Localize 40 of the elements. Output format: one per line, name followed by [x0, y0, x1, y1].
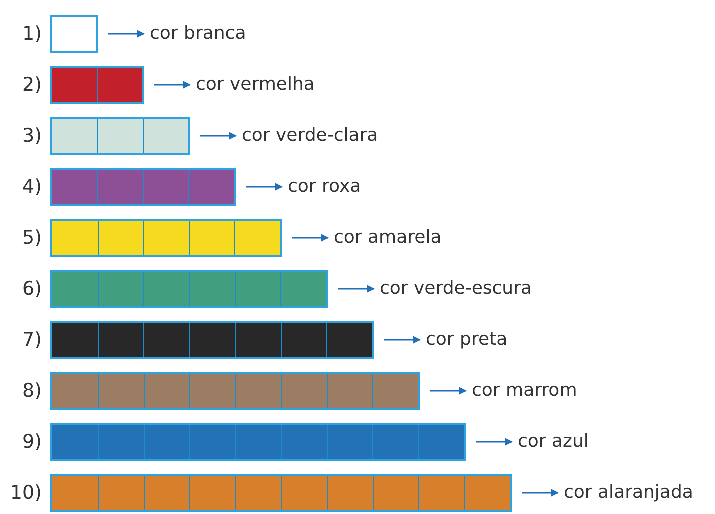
row-number: 4): [21, 175, 42, 200]
color-name: cor azul: [512, 423, 589, 461]
color-bar: [50, 372, 420, 410]
arrow: [292, 234, 329, 242]
color-name: cor verde-escura: [374, 270, 532, 308]
color-bar: [50, 168, 236, 206]
color-bar: [50, 15, 98, 53]
arrow: [154, 81, 191, 89]
arrow: [522, 489, 559, 497]
color-name: cor branca: [144, 15, 246, 53]
color-name: cor roxa: [282, 168, 362, 206]
arrow: [338, 285, 375, 293]
color-name: cor alaranjada: [558, 474, 694, 512]
color-name: cor amarela: [328, 219, 442, 257]
color-bar: [50, 117, 190, 155]
row-number: 7): [21, 328, 42, 353]
arrow: [430, 387, 467, 395]
row-number: 9): [21, 430, 42, 455]
color-bar: [50, 423, 466, 461]
color-name: cor verde-clara: [236, 117, 378, 155]
row-number: 5): [21, 226, 42, 251]
row-number: 1): [21, 22, 42, 47]
row-number: 3): [21, 124, 42, 149]
row-number: 10): [9, 481, 42, 506]
color-bar: [50, 66, 144, 104]
row-number: 8): [21, 379, 42, 404]
arrow: [246, 183, 283, 191]
color-name: cor marrom: [466, 372, 578, 410]
row-number: 6): [21, 277, 42, 302]
color-name: cor vermelha: [190, 66, 315, 104]
arrow: [476, 438, 513, 446]
color-bar: [50, 321, 374, 359]
arrow: [200, 132, 237, 140]
arrow: [108, 30, 145, 38]
color-name: cor preta: [420, 321, 508, 359]
color-bar: [50, 219, 282, 257]
row-number: 2): [21, 73, 42, 98]
color-bar: [50, 270, 328, 308]
arrow: [384, 336, 421, 344]
color-bar: [50, 474, 512, 512]
